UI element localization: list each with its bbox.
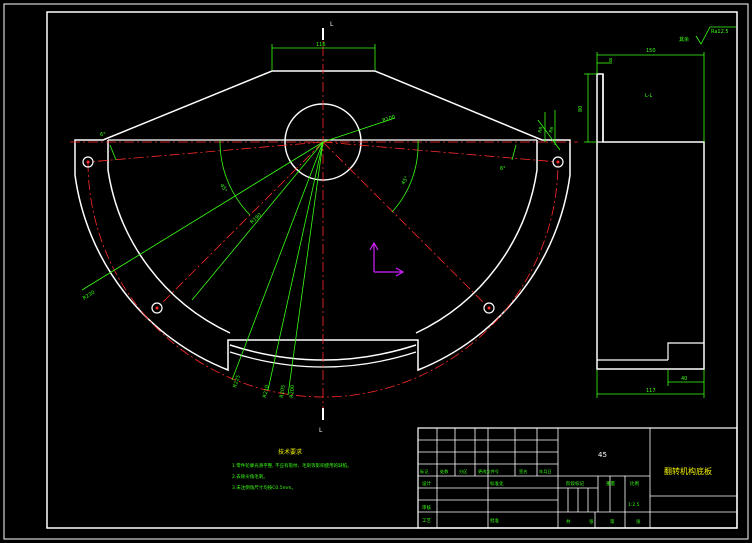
section-mark-bottom: L [319, 427, 323, 434]
title-block [417, 427, 738, 529]
material-text: 45 [598, 451, 607, 459]
side-view: 150 8 80 L-L 117 40 其余 Ra12.5 [578, 26, 736, 398]
row-label-3: 分区 [459, 468, 467, 475]
sheet-unit-1: 张 [589, 518, 594, 525]
angle-left-big: 45° [218, 183, 228, 194]
side-outline [596, 73, 705, 370]
side-section-label: L-L [645, 93, 653, 99]
angle-small-left: 6° [100, 132, 106, 138]
row-label-2: 处数 [440, 468, 449, 475]
title-block-text: 45 翻转机构底板 标记 处数 分区 更改文件号 签名 年月日 设计 标准化 审… [420, 451, 712, 525]
inner-arc [107, 140, 231, 334]
standardize-label: 标准化 [490, 480, 504, 487]
bolt-hole [151, 302, 163, 314]
notes-line-1: 1.零件轮廓光滑平整, 不应有裂纹、毛刺等影响使用的缺陷。 [232, 462, 352, 469]
row-label-4: 更改文件号 [478, 468, 499, 475]
inner-arc-right [415, 140, 538, 334]
small-right-dim-1: R8 [537, 126, 544, 133]
roughness-label: Ra12.5 [711, 29, 729, 35]
radius-label-hole: R100 [382, 114, 396, 124]
ucs-axis-icon [369, 241, 405, 277]
radius-r230: R230 [82, 290, 96, 302]
part-name: 翻转机构底板 [664, 466, 712, 476]
side-small-dim: 8 [609, 58, 612, 64]
process-label: 工艺 [422, 518, 431, 524]
scale-value: 1:2.5 [628, 502, 640, 508]
notes-line-3: 3.未注倒角尺寸均按C0.5mm。 [232, 484, 296, 491]
center-lines [70, 28, 578, 420]
design-label: 设计 [422, 480, 431, 487]
radius-r190: R190 [249, 212, 263, 225]
approve-label: 批准 [490, 517, 499, 524]
outer-frame [3, 3, 749, 540]
row-label-5: 签名 [519, 468, 527, 475]
side-top-width: 150 [646, 48, 656, 54]
sheet-unit-2: 张 [636, 518, 641, 525]
bolt-hole [552, 156, 564, 168]
side-height: 80 [578, 106, 584, 112]
top-width-label: 116 [316, 42, 326, 48]
stage-label: 阶段标记 [566, 480, 584, 487]
section-mark-top: L [330, 21, 334, 28]
scale-label: 比例 [630, 480, 639, 487]
small-right-dim-2: R6 [548, 126, 555, 133]
technical-notes: 技术要求 1.零件轮廓光滑平整, 不应有裂纹、毛刺等影响使用的缺陷。 2.去除尖… [232, 448, 352, 491]
inner-frame [46, 11, 738, 529]
radius-fan-4: R200 [289, 385, 296, 399]
sheet-total-label: 共 [566, 518, 571, 525]
radius-fan-3: R205 [279, 385, 287, 399]
sheet-number-label: 第 [610, 518, 615, 525]
row-label-1: 标记 [420, 468, 429, 475]
review-label: 审核 [422, 504, 431, 511]
radius-fan-2: R210 [262, 384, 271, 398]
side-bottom-width: 117 [646, 388, 656, 394]
bolt-holes [82, 156, 564, 314]
dimension-lines [81, 44, 561, 396]
row-label-6: 年月日 [539, 468, 552, 475]
plate-outline [74, 70, 571, 372]
angle-small-right: 6° [500, 166, 506, 172]
weight-label: 重量 [606, 480, 615, 487]
other-label: 其余 [679, 36, 689, 43]
side-step: 40 [681, 376, 687, 382]
radius-fan-1: R225 [232, 374, 242, 388]
notes-title: 技术要求 [278, 448, 302, 456]
notes-line-2: 2.去除尖角毛刺。 [232, 473, 268, 480]
angle-right-big: 45° [401, 175, 411, 186]
bolt-hole [483, 302, 495, 314]
bolt-hole [82, 156, 94, 168]
front-view: L L 116 R100 6° 6° 45° 45° R190 R230 R22… [70, 21, 578, 434]
